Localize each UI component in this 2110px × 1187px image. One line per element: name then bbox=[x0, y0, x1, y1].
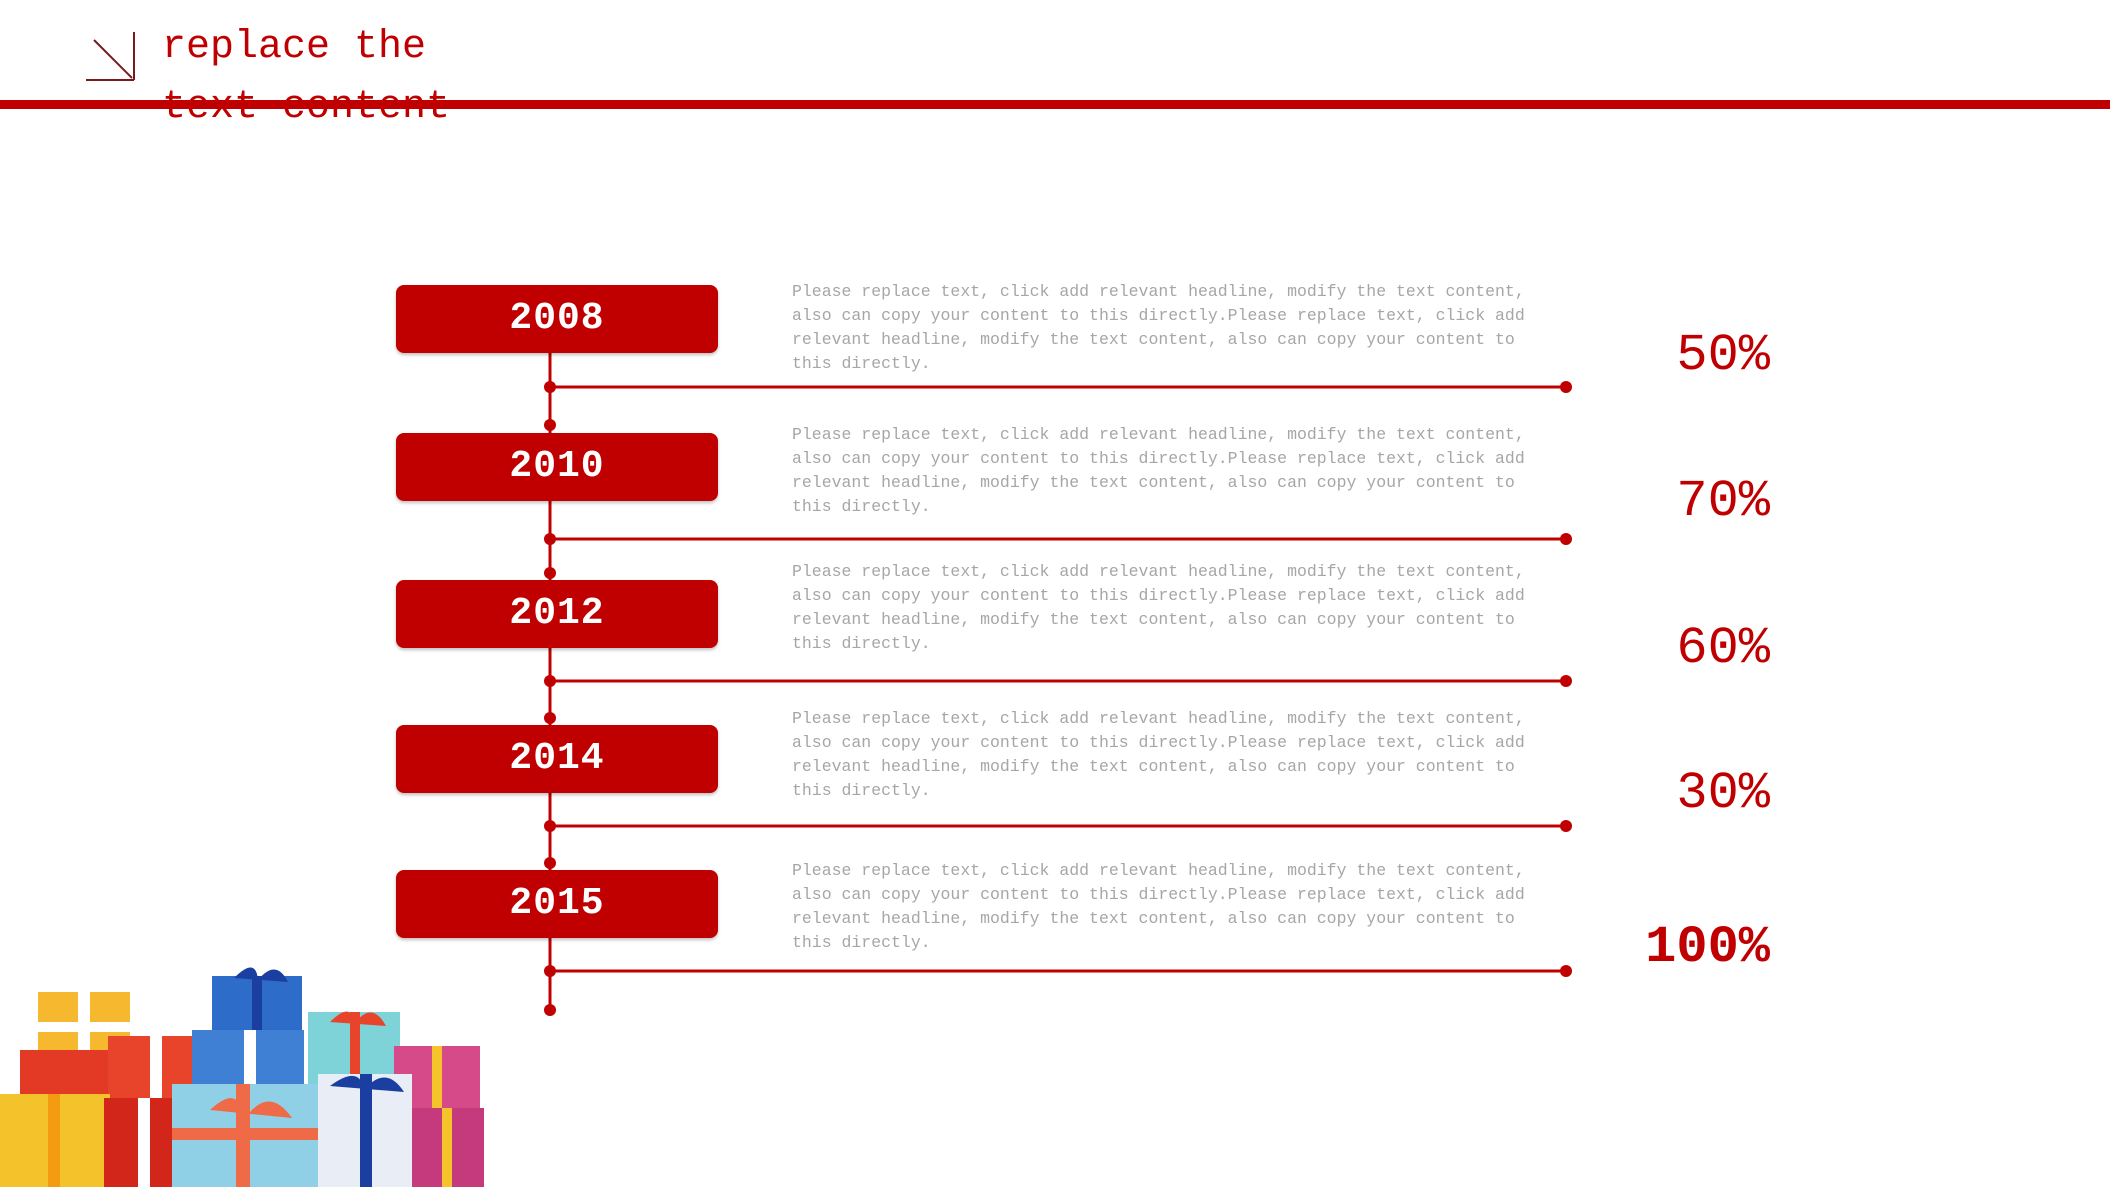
year-label-2014: 2014 bbox=[396, 725, 718, 793]
year-label-2008: 2008 bbox=[396, 285, 718, 353]
timeline-dot bbox=[544, 533, 556, 545]
timeline-dot bbox=[544, 712, 556, 724]
timeline-dot bbox=[544, 820, 556, 832]
timeline-end-dot bbox=[1560, 533, 1572, 545]
year-label-2015: 2015 bbox=[396, 870, 718, 938]
timeline-description: Please replace text, click add relevant … bbox=[792, 562, 1525, 653]
timeline-dot bbox=[544, 965, 556, 977]
header-divider bbox=[0, 100, 2110, 109]
timeline-description: Please replace text, click add relevant … bbox=[792, 709, 1525, 800]
timeline-description: Please replace text, click add relevant … bbox=[792, 861, 1525, 952]
slide-title: Please replace the text content bbox=[162, 0, 450, 130]
timeline-description: Please replace text, click add relevant … bbox=[792, 425, 1525, 516]
percentage-value: 70% bbox=[1676, 472, 1770, 531]
gift-boxes-illustration bbox=[0, 967, 484, 1187]
year-label-2012: 2012 bbox=[396, 580, 718, 648]
timeline-dot bbox=[544, 419, 556, 431]
timeline-description: Please replace text, click add relevant … bbox=[792, 282, 1525, 373]
percentage-value-highlight: 100% bbox=[1645, 918, 1770, 977]
timeline-dot bbox=[544, 381, 556, 393]
percentage-value: 60% bbox=[1676, 619, 1770, 678]
percentage-value: 50% bbox=[1676, 326, 1770, 385]
percentage-value: 30% bbox=[1676, 764, 1770, 823]
timeline-dot bbox=[544, 675, 556, 687]
timeline-dot bbox=[544, 1004, 556, 1016]
diagonal-arrow-icon bbox=[86, 32, 135, 81]
timeline-dot bbox=[544, 857, 556, 869]
timeline-dot bbox=[544, 567, 556, 579]
year-label-2010: 2010 bbox=[396, 433, 718, 501]
